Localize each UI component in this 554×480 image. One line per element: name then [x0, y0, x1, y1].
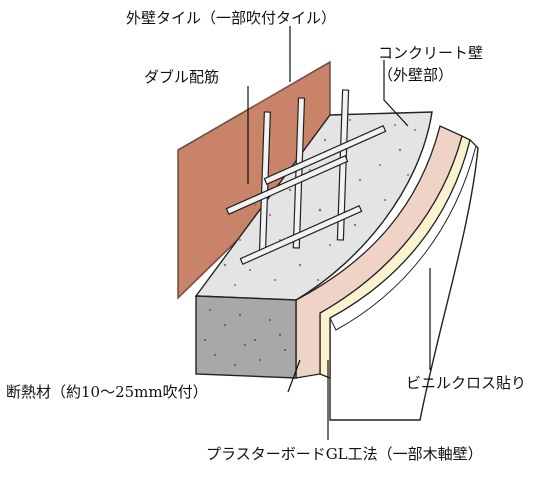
label-exterior-tile: 外壁タイル（一部吹付タイル）	[126, 9, 337, 27]
label-vinyl-cloth: ビニルクロス貼り	[406, 374, 527, 392]
label-concrete-wall-line1: コンクリート壁	[378, 44, 484, 62]
label-insulation: 断熱材（約10～25mm吹付）	[6, 383, 208, 401]
leader-concrete-wall	[383, 60, 409, 127]
double-rebar	[225, 89, 387, 265]
insulation-layer	[295, 125, 463, 379]
label-double-rebar: ダブル配筋	[144, 68, 220, 86]
leader-lines	[247, 26, 431, 440]
concrete-front-face	[195, 295, 297, 379]
leader-insulation	[287, 359, 301, 393]
label-plasterboard: プラスターボードGL工法（一部木軸壁）	[206, 445, 483, 463]
label-concrete-wall-line2: （外壁部）	[378, 66, 454, 84]
